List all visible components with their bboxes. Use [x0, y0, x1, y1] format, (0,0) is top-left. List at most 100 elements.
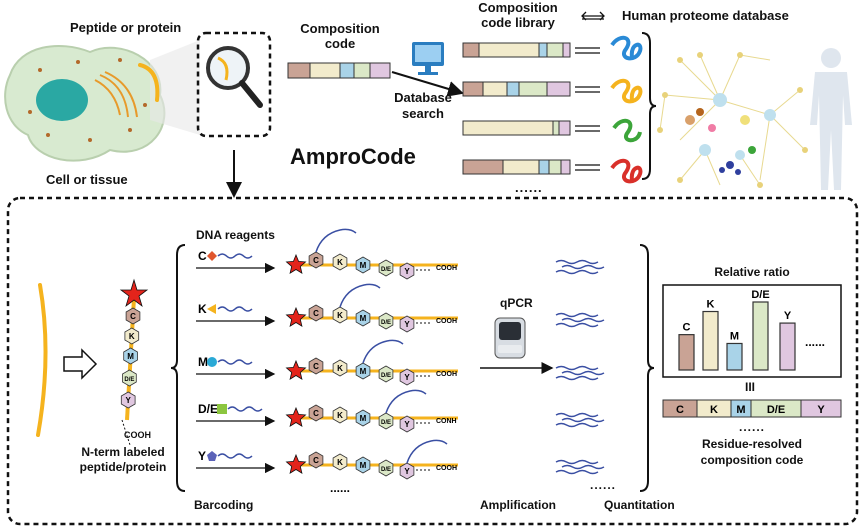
- residue-code-bar: C K M D/E Y: [662, 399, 842, 418]
- chain-end-label: COOH: [436, 371, 457, 378]
- library-bar: [462, 42, 571, 58]
- zoom-cone: [150, 40, 200, 135]
- reagent-circle-icon: [207, 357, 217, 367]
- reagent-dna-strand: [217, 306, 253, 312]
- library-bar: [462, 159, 571, 175]
- amplified-dna: [555, 412, 599, 418]
- amplification-ellipsis: ......: [590, 478, 617, 492]
- reagent-diamond-icon: [207, 251, 217, 261]
- chain-end-label: COOH: [436, 265, 457, 272]
- chain-residue-label: C: [313, 256, 319, 265]
- curly-brace-top: [641, 32, 657, 180]
- curly-brace-right: [639, 244, 655, 492]
- reagent-label: D/E: [198, 402, 218, 416]
- qpcr-label: qPCR: [500, 296, 533, 310]
- attached-dna-strand: [385, 389, 427, 414]
- ratio-ellipsis: ......: [805, 335, 825, 349]
- chain-residue-hex: [332, 306, 348, 324]
- chain-residue-label: C: [313, 456, 319, 465]
- chain-residue-hex: [355, 456, 371, 474]
- nterm-label-star: [285, 306, 307, 327]
- reagent-triangle-icon: [207, 304, 216, 314]
- chain-residue-hex: [332, 359, 348, 377]
- reagent-label: C: [198, 249, 207, 263]
- nterm-residue-label: C: [130, 312, 136, 321]
- chain-cooh-label: COOH: [124, 430, 151, 440]
- chain-residue-label: M: [360, 367, 367, 376]
- attached-dna-strand: [339, 283, 381, 308]
- chain-residue-hex: [308, 251, 324, 269]
- amplified-dna: [561, 417, 605, 423]
- double-arrow-icon: [581, 11, 605, 21]
- nterm-label-2: peptide/protein: [79, 460, 167, 474]
- chain-residue-hex: [355, 309, 371, 327]
- nterm-residue-label: D/E: [124, 377, 134, 383]
- library-bar: [462, 120, 571, 136]
- relative-ratio-chart-box: [662, 284, 842, 378]
- amplified-dna: [561, 264, 605, 270]
- curly-brace-left: [170, 244, 186, 492]
- barcoding-label: Barcoding: [194, 498, 254, 512]
- protein-blue-icon: [610, 35, 643, 61]
- residue-label-2: composition code: [700, 453, 804, 467]
- quantitation-label: Quantitation: [604, 498, 675, 512]
- chain-residue-hex: [378, 412, 394, 430]
- nterm-label-star: [285, 359, 307, 380]
- chain-residue-hex: [378, 259, 394, 277]
- amplified-dna: [555, 365, 599, 371]
- amplified-dna: [555, 322, 599, 328]
- reagent-dna-strand: [217, 453, 253, 459]
- amprocode-title: AmproCode: [290, 144, 416, 169]
- chain-residue-hex: [355, 362, 371, 380]
- chain-residue-label: D/E: [381, 373, 391, 379]
- amplification-label: Amplification: [480, 498, 557, 512]
- reagent-label: K: [198, 302, 207, 316]
- amplified-dna: [561, 317, 605, 323]
- ratio-bar-label: C: [683, 322, 691, 334]
- code-cell-Y: Y: [817, 404, 825, 416]
- amplified-dna: [555, 375, 599, 381]
- composition-code-label-2: code: [324, 36, 356, 51]
- nterm-residue-label: Y: [126, 396, 132, 405]
- chain-residue-hex: [378, 459, 394, 477]
- chain-residue-hex: [378, 312, 394, 330]
- nterm-label-1: N-term labeled: [81, 445, 165, 459]
- ratio-bar-label: D/E: [751, 289, 769, 301]
- protein-red-icon: [610, 158, 643, 184]
- chain-residue-label: Y: [404, 320, 410, 329]
- chain-residue-label: D/E: [381, 267, 391, 273]
- equiv-sign: III: [744, 380, 755, 394]
- chain-residue-hex: [332, 406, 348, 424]
- chain-residue-label: M: [360, 261, 367, 270]
- reagent-pentagon-icon: [207, 451, 217, 461]
- chain-residue-hex: [399, 368, 415, 386]
- nterm-label-star: [285, 406, 307, 427]
- attached-dna-strand: [362, 339, 404, 364]
- chain-residue-hex: [399, 315, 415, 333]
- reagent-dna-strand: [227, 406, 263, 412]
- code-cell-DE: D/E: [767, 404, 785, 416]
- cell-or-tissue-label: Cell or tissue: [46, 172, 128, 187]
- match-arrows: [575, 47, 600, 171]
- chain-residue-label: M: [360, 414, 367, 423]
- amplified-dna: [561, 464, 605, 470]
- chain-end-label: CONH: [436, 418, 457, 425]
- nterm-residue-hex: [120, 391, 136, 409]
- peptide-strand-icon: [138, 63, 160, 102]
- amplified-dna: [555, 459, 599, 465]
- computer-icon: [412, 42, 444, 75]
- chain-residue-hex: [378, 365, 394, 383]
- chain-residue-label: Y: [404, 373, 410, 382]
- chain-end-label: COOH: [436, 465, 457, 472]
- chain-residue-hex: [355, 409, 371, 427]
- chain-residue-hex: [399, 415, 415, 433]
- attached-dna-strand: [315, 228, 357, 253]
- chain-residue-label: Y: [404, 267, 410, 276]
- library-label-2: code library: [481, 15, 555, 30]
- chain-residue-label: K: [337, 364, 343, 373]
- database-search-label-2: search: [402, 106, 444, 121]
- composition-code-label-1: Composition: [300, 21, 380, 36]
- attached-dna-strand: [406, 439, 448, 464]
- nterm-residue-hex: [122, 369, 137, 387]
